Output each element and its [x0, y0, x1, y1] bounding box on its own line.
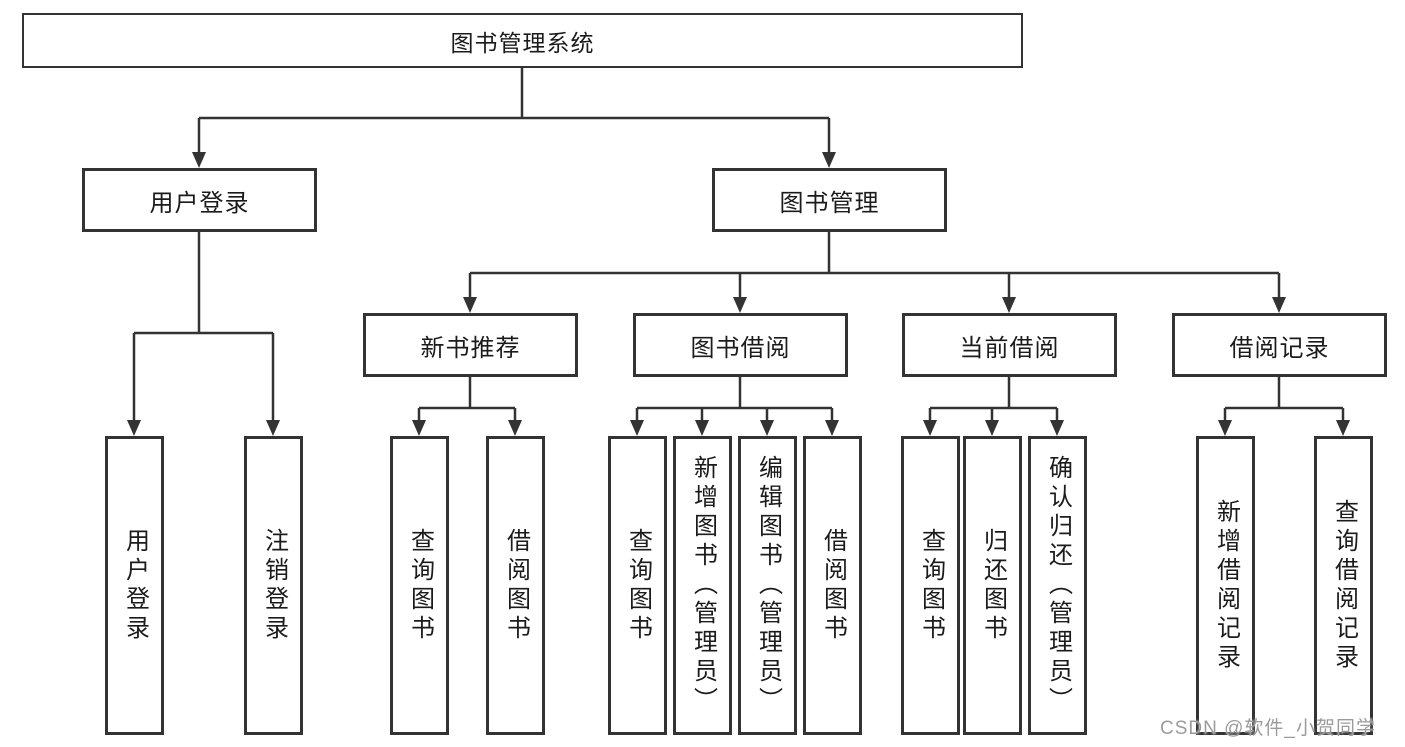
arrowhead-icon — [508, 420, 522, 436]
node-new-book-recommend: 新书推荐 — [363, 313, 578, 377]
arrowhead-icon — [266, 420, 280, 436]
arrowheads — [127, 152, 1350, 436]
node-book-management: 图书管理 — [712, 168, 947, 232]
leaf-user-login: 用户登录 — [105, 436, 164, 735]
arrowhead-icon — [985, 420, 999, 436]
arrowhead-icon — [1218, 420, 1232, 436]
user-login-to-children-connector — [132, 232, 275, 424]
book-borrow-to-children-connector — [635, 377, 834, 424]
leaf-edit-books-admin: 编辑图书（管理员） — [738, 436, 797, 735]
arrowhead-icon — [127, 420, 141, 436]
arrowhead-icon — [1336, 420, 1350, 436]
root-to-level1-connector — [197, 68, 831, 154]
leaf-borrow-books-recommend: 借阅图书 — [486, 436, 545, 735]
arrowhead-icon — [733, 297, 747, 313]
leaf-confirm-return-admin: 确认归还（管理员） — [1028, 436, 1087, 735]
node-book-borrow: 图书借阅 — [633, 313, 848, 377]
leaf-query-books-current: 查询图书 — [901, 436, 960, 735]
new-book-to-children-connector — [417, 377, 517, 424]
leaf-return-books: 归还图书 — [963, 436, 1022, 735]
node-current-borrow: 当前借阅 — [902, 313, 1117, 377]
node-user-login: 用户登录 — [82, 168, 317, 232]
leaf-query-borrow-record: 查询借阅记录 — [1314, 436, 1373, 735]
current-borrow-to-children-connector — [928, 377, 1059, 424]
arrowhead-icon — [825, 420, 839, 436]
leaf-add-books-admin: 新增图书（管理员） — [673, 436, 732, 735]
arrowhead-icon — [923, 420, 937, 436]
node-root-system: 图书管理系统 — [22, 13, 1023, 68]
arrowhead-icon — [760, 420, 774, 436]
leaf-add-borrow-record: 新增借阅记录 — [1196, 436, 1255, 735]
arrowhead-icon — [630, 420, 644, 436]
leaf-logout: 注销登录 — [244, 436, 303, 735]
arrowhead-icon — [192, 152, 206, 168]
arrowhead-icon — [463, 297, 477, 313]
borrow-record-to-children-connector — [1223, 377, 1345, 424]
arrowhead-icon — [695, 420, 709, 436]
arrowhead-icon — [412, 420, 426, 436]
arrowhead-icon — [1050, 420, 1064, 436]
arrowhead-icon — [822, 152, 836, 168]
arrowhead-icon — [1272, 297, 1286, 313]
leaf-query-books-borrow: 查询图书 — [608, 436, 667, 735]
connector-stems — [132, 68, 1345, 424]
node-borrow-record: 借阅记录 — [1172, 313, 1387, 377]
leaf-query-books-recommend: 查询图书 — [390, 436, 449, 735]
arrowhead-icon — [1002, 297, 1016, 313]
csdn-watermark: CSDN @软件_小贺同学 — [1160, 718, 1376, 739]
leaf-borrow-books: 借阅图书 — [803, 436, 862, 735]
book-management-to-level2-connector — [468, 232, 1281, 301]
